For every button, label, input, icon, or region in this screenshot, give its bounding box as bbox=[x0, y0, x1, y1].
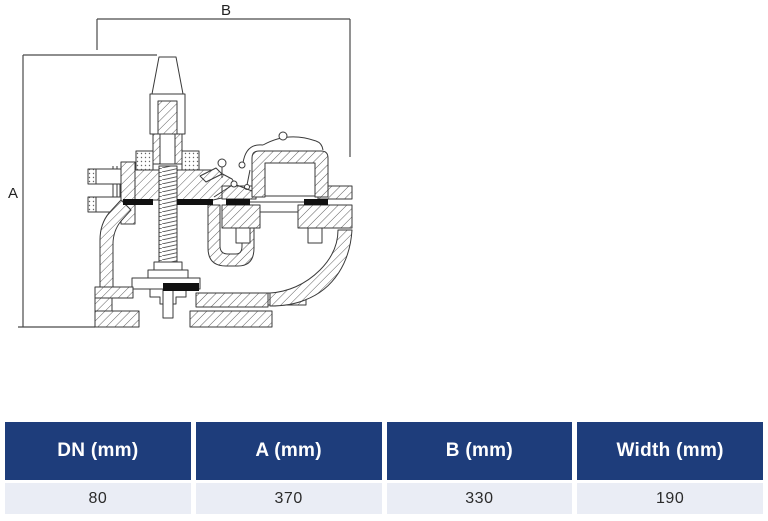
value-cell-width: 190 bbox=[577, 483, 763, 514]
outlet-cap bbox=[251, 150, 329, 198]
flange-bolt bbox=[95, 168, 122, 185]
header-cell-b: B (mm) bbox=[386, 422, 573, 480]
value-cell-b: 330 bbox=[386, 483, 573, 514]
header-cell-width: Width (mm) bbox=[577, 422, 763, 480]
base-foot-left bbox=[94, 286, 134, 299]
value-cell-a: 370 bbox=[195, 483, 382, 514]
header-cell-dn: DN (mm) bbox=[5, 422, 191, 480]
outlet-bolt bbox=[235, 227, 251, 244]
cap-chain bbox=[242, 144, 264, 164]
spindle-cone bbox=[151, 56, 184, 95]
body-left-wall bbox=[99, 199, 132, 288]
header-cell-a: A (mm) bbox=[195, 422, 382, 480]
seat-seals bbox=[123, 199, 328, 291]
valve-cross-section-drawing: B A bbox=[8, 2, 353, 328]
gland-nut-right bbox=[181, 150, 200, 171]
base-foot-right bbox=[195, 292, 269, 308]
valve-body bbox=[87, 56, 353, 328]
body-elbow bbox=[269, 229, 353, 307]
cap-ring bbox=[278, 131, 288, 141]
dimension-label-b: B bbox=[221, 2, 231, 19]
threaded-stem bbox=[158, 165, 178, 265]
gland-nut-left bbox=[135, 150, 154, 171]
dimension-lines bbox=[18, 18, 351, 328]
value-cell-dn: 80 bbox=[5, 483, 191, 514]
outlet-flange-bottom bbox=[221, 204, 261, 229]
outlet-bolt bbox=[307, 227, 323, 244]
dimension-label-a: A bbox=[8, 185, 18, 202]
dimensions-table: DN (mm) A (mm) B (mm) Width (mm) 80 370 … bbox=[5, 422, 763, 514]
